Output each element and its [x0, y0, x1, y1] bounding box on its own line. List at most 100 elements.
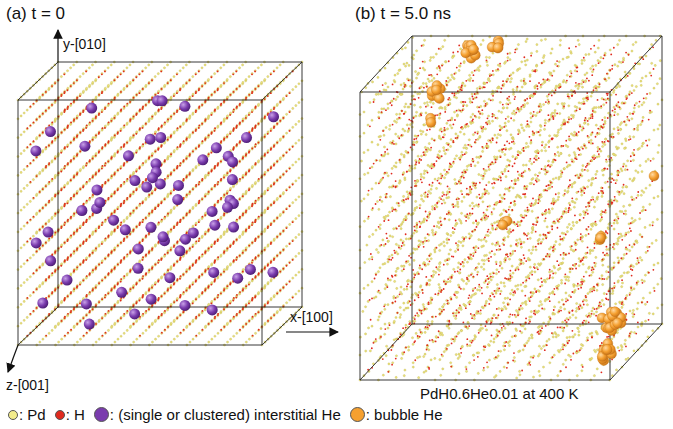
pd-atom: [198, 295, 200, 297]
pd-atom: [170, 190, 172, 192]
pd-atom: [182, 122, 184, 124]
pd-atom: [185, 64, 187, 66]
pd-atom: [145, 67, 147, 69]
pd-atom: [111, 231, 113, 233]
pd-atom: [173, 76, 175, 78]
pd-atom: [145, 292, 147, 294]
pd-atom: [145, 160, 147, 162]
pd-atom: [189, 341, 191, 343]
pd-atom: [223, 64, 225, 66]
pd-atom: [26, 316, 28, 318]
pd-atom: [173, 319, 175, 321]
pd-atom: [117, 112, 119, 114]
pd-atom: [151, 284, 153, 286]
pd-atom: [164, 84, 166, 86]
pd-atom: [192, 76, 194, 78]
pd-atom: [192, 93, 194, 95]
pd-atom: [82, 90, 84, 92]
pd-atom: [114, 153, 116, 155]
pd-atom: [192, 338, 194, 340]
pd-atom: [42, 168, 44, 170]
pd-atom: [20, 322, 22, 324]
pd-atom: [111, 137, 113, 139]
pd-atom: [167, 155, 169, 157]
pd-atom: [123, 219, 125, 221]
pd-atom: [92, 81, 94, 83]
pd-atom: [214, 335, 216, 337]
pd-atom: [29, 200, 31, 202]
pd-atom: [70, 273, 72, 275]
pd-atom: [58, 322, 60, 324]
pd-atom: [139, 260, 141, 262]
pd-atom: [173, 150, 175, 152]
pd-atom: [48, 87, 50, 89]
pd-atom: [70, 67, 72, 69]
pd-atom: [167, 250, 169, 252]
pd-atom: [110, 64, 112, 66]
pd-atom: [182, 67, 184, 69]
pd-atom: [158, 335, 160, 337]
pd-atom: [61, 338, 63, 340]
pd-atom: [192, 112, 194, 114]
pd-atom: [92, 118, 94, 120]
pd-atom: [39, 284, 41, 286]
pd-atom: [166, 64, 168, 66]
pd-atom: [58, 341, 60, 343]
pd-atom: [61, 112, 63, 114]
pd-atom: [20, 134, 22, 136]
pd-atom: [32, 179, 34, 181]
pd-atom: [176, 297, 178, 299]
pd-atom: [111, 118, 113, 120]
pd-atom: [167, 193, 169, 195]
pd-atom: [201, 235, 203, 237]
pd-atom: [92, 250, 94, 252]
pd-atom: [111, 193, 113, 195]
pd-atom: [107, 329, 109, 331]
pd-atom: [20, 115, 22, 117]
pd-atom: [51, 160, 53, 162]
pd-atom: [91, 64, 93, 66]
pd-atom: [23, 112, 25, 114]
pd-atom: [151, 341, 153, 343]
pd-atom: [126, 122, 128, 124]
pd-atom: [54, 118, 56, 120]
pd-atom: [154, 131, 156, 133]
pd-atom: [186, 155, 188, 157]
pd-atom: [26, 279, 28, 281]
pd-atom: [133, 171, 135, 173]
pd-atom: [170, 209, 172, 211]
pd-atom: [151, 190, 153, 192]
pd-atom: [117, 300, 119, 302]
pd-atom: [151, 322, 153, 324]
pd-atom: [214, 73, 216, 75]
pd-atom: [32, 254, 34, 256]
pd-atom: [192, 225, 194, 227]
pd-atom: [23, 131, 25, 133]
pd-atom: [20, 190, 22, 192]
pd-atom: [101, 260, 103, 262]
pd-atom: [204, 64, 206, 66]
pd-atom: [79, 338, 81, 340]
pd-atom: [170, 247, 172, 249]
pd-atom: [173, 131, 175, 133]
pd-atom: [20, 171, 22, 173]
pd-atom: [36, 231, 38, 233]
pd-atom: [154, 112, 156, 114]
pd-atom: [136, 168, 138, 170]
pd-atom: [23, 150, 25, 152]
pd-atom: [79, 76, 81, 78]
pd-atom: [89, 84, 91, 86]
pd-atom: [98, 244, 100, 246]
pd-atom: [26, 184, 28, 186]
pd-atom: [76, 115, 78, 117]
pd-atom: [32, 235, 34, 237]
pd-atom: [198, 332, 200, 334]
pd-atom: [61, 300, 63, 302]
pd-atom: [170, 284, 172, 286]
pd-atom: [86, 87, 88, 89]
pd-atom: [154, 319, 156, 321]
pd-atom: [86, 257, 88, 259]
pd-atom: [101, 109, 103, 111]
pd-atom: [139, 297, 141, 299]
